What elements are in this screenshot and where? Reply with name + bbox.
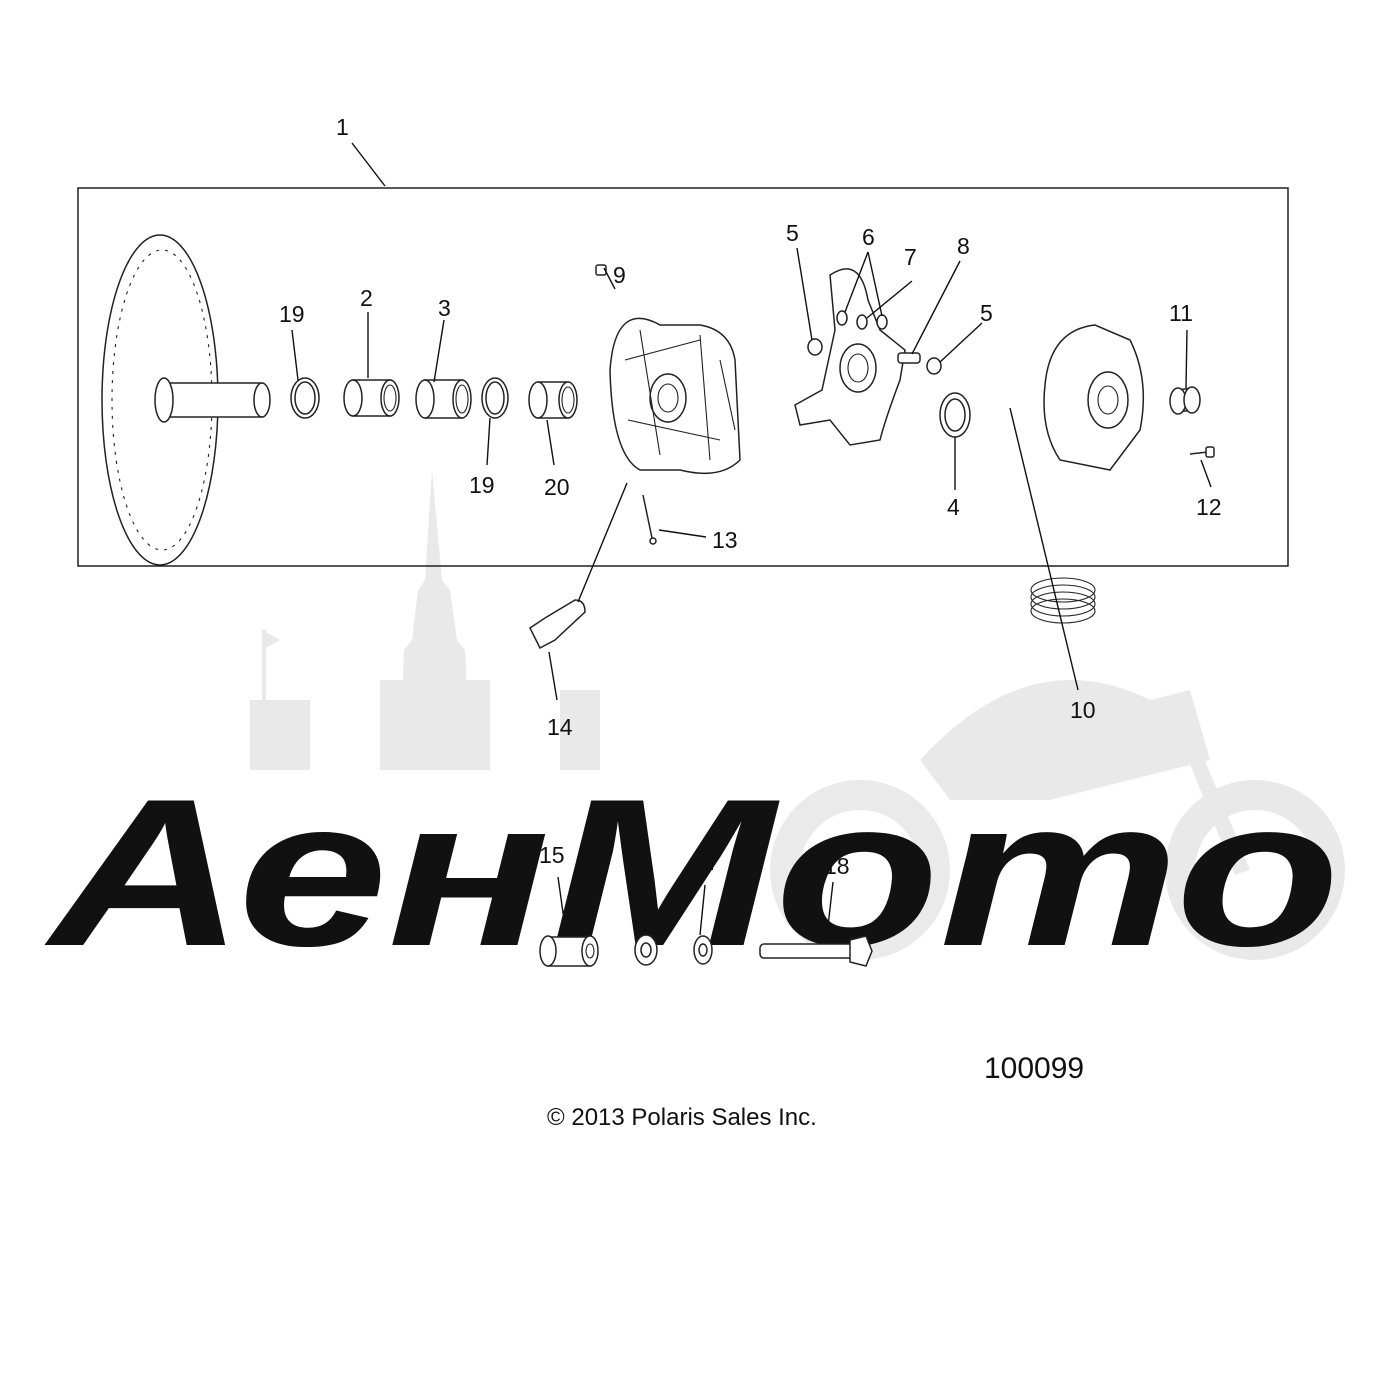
ring-part [290, 377, 320, 419]
callout-3: 3 [438, 295, 451, 321]
callout-20: 20 [544, 474, 570, 500]
callout-5: 5 [980, 300, 993, 326]
spider-part [794, 268, 906, 446]
washer-part [693, 935, 713, 965]
callout-11: 11 [1169, 300, 1193, 326]
spring-part [1030, 577, 1096, 624]
callout-9: 9 [613, 262, 626, 288]
washer-part [634, 934, 658, 966]
callout-19: 19 [279, 301, 305, 327]
callout-16: 16 [623, 841, 649, 867]
bushing-part [1169, 386, 1201, 415]
bolt-part [759, 935, 873, 967]
roller-pin-part [897, 352, 921, 364]
watermark-motorcycle-silhouette [770, 680, 1345, 960]
seal-part [939, 392, 971, 438]
spacer-part [539, 935, 599, 967]
callout-5: 5 [786, 220, 799, 246]
callout-4: 4 [947, 494, 960, 520]
watermark-text: АенМото [44, 755, 1340, 990]
drawing-number: 100099 [984, 1052, 1084, 1085]
assembly-box [77, 187, 1289, 567]
callout-19: 19 [469, 472, 495, 498]
callout-18: 18 [824, 853, 850, 879]
pin-part [642, 494, 657, 545]
roller-part [807, 338, 823, 356]
callout-14: 14 [547, 714, 573, 740]
screw-part [595, 264, 607, 276]
weight-part [529, 599, 586, 650]
callout-15: 15 [539, 842, 565, 868]
callout-6: 6 [862, 224, 875, 250]
copyright-text: © 2013 Polaris Sales Inc. [547, 1104, 817, 1131]
callout-12: 12 [1196, 494, 1222, 520]
callout-13: 13 [712, 527, 738, 553]
bushing-part [415, 379, 472, 419]
callout-10: 10 [1070, 697, 1096, 723]
roller-part [926, 357, 942, 375]
screw-part [1189, 446, 1215, 458]
callout-2: 2 [360, 285, 373, 311]
ring-part [481, 377, 509, 419]
watermark-cathedral-silhouette [250, 470, 600, 770]
bushing-part [528, 381, 578, 419]
movable-sheave-part [609, 317, 741, 475]
callout-1: 1 [336, 114, 349, 140]
leader-lines [291, 142, 1212, 945]
callout-labels: 1 2 3 4 5 5 6 7 8 9 10 11 12 13 14 15 16… [279, 114, 1222, 879]
callout-17: 17 [694, 849, 720, 875]
stationary-sheave-part [101, 234, 271, 566]
callout-7: 7 [904, 244, 917, 270]
bushing-part [343, 379, 400, 417]
cover-part [1043, 324, 1145, 471]
watermark: АенМото [44, 470, 1345, 990]
callout-8: 8 [957, 233, 970, 259]
